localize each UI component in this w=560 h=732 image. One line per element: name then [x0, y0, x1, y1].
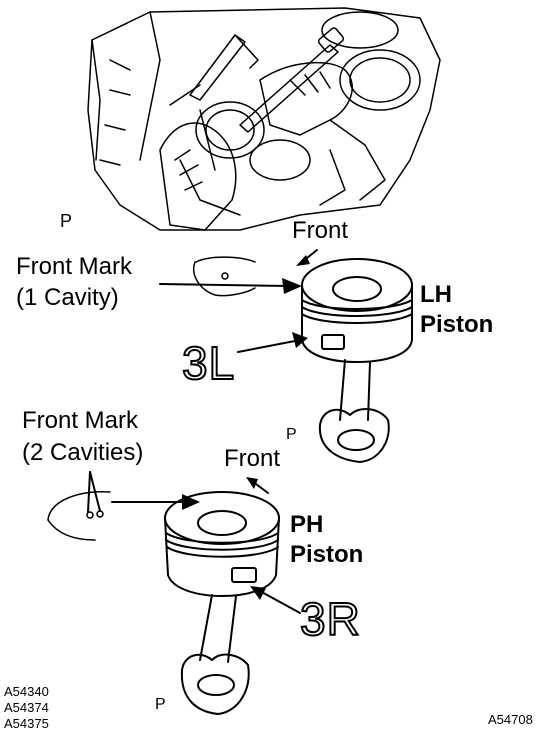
figure-code-1: A54340	[4, 684, 49, 699]
piston-code-3r: 3R	[299, 592, 361, 646]
front-mark-2-inset	[47, 491, 111, 541]
front-mark-2-cavities-label: (2 Cavities)	[22, 439, 144, 466]
front-mark-1-label: Front Mark	[16, 253, 133, 280]
figure-code-2: A54374	[4, 700, 49, 715]
page-marker-p-top: P	[60, 211, 73, 231]
front-mark-2-label: Front Mark	[22, 407, 139, 434]
lh-piston-drawing	[301, 258, 413, 463]
lh-piston-label: LH	[420, 281, 452, 308]
arrow-heads	[182, 255, 310, 600]
hands-drawing	[159, 27, 386, 231]
front-label-lower: Front	[224, 445, 281, 472]
figure-code-right: A54708	[488, 712, 533, 727]
ph-piston-label-2: Piston	[290, 541, 364, 568]
front-mark-1-inset	[193, 256, 256, 297]
lh-piston-label-2: Piston	[420, 311, 494, 338]
piston-code-3l: 3L	[181, 336, 236, 390]
page-marker-p-bottom: P	[155, 696, 166, 713]
front-label-upper: Front	[292, 217, 349, 244]
front-mark-1-cavity-label: (1 Cavity)	[16, 284, 119, 311]
page-marker-p-mid: P	[286, 426, 297, 443]
engine-block-drawing	[87, 7, 441, 231]
ph-piston-label: PH	[290, 511, 324, 538]
figure-code-3: A54375	[4, 716, 49, 731]
ph-piston-drawing	[164, 491, 280, 715]
